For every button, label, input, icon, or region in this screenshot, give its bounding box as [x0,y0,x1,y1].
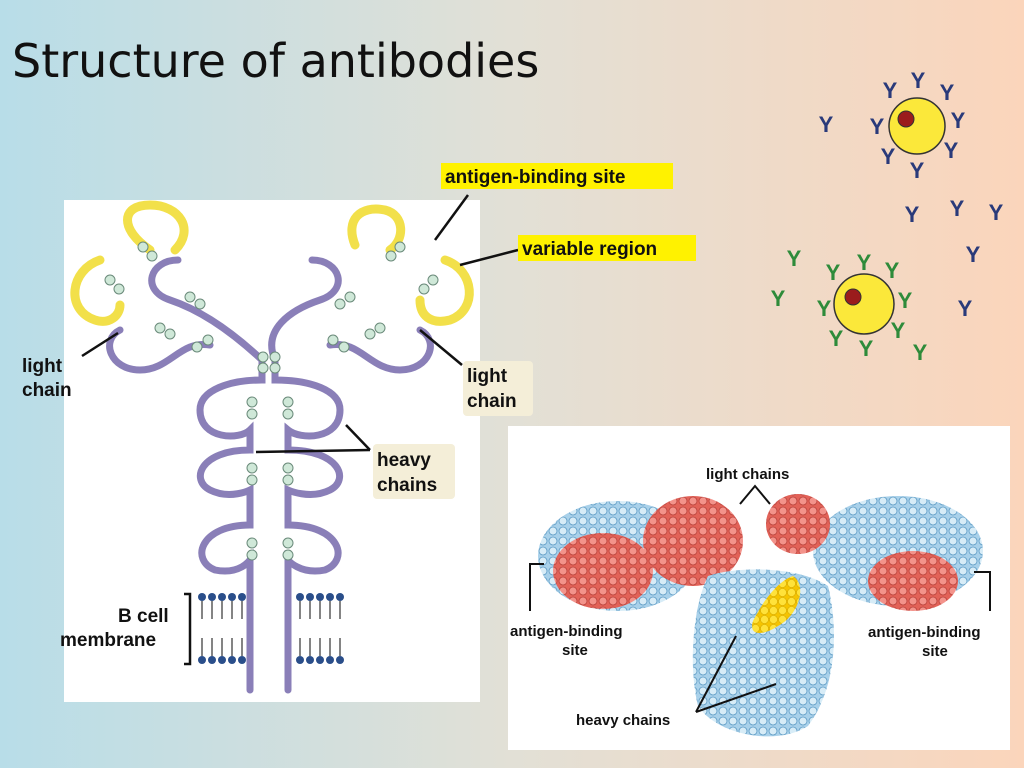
light-chain-left-label-1: light [22,356,63,377]
antigen-binding-site-label: antigen-binding site [445,167,626,188]
heavy-chain-right [268,256,344,694]
membrane-label-1: B cell [118,606,169,627]
light-chain-right-label-2: chain [467,391,517,412]
disulfide-bonds [104,241,439,561]
light-chain-right-box [463,361,533,416]
heavy-chains-model-label: heavy chains [576,712,670,729]
heavy-chains-label-1: heavy [377,450,431,471]
light-chain-right [326,326,434,374]
page-title: Structure of antibodies [12,34,540,88]
antigen-binding-right-label-2: site [922,643,948,660]
annotation-lines [81,194,519,666]
antibody-3d-model: light chains antigen-binding site antige… [510,466,991,737]
membrane-label-2: membrane [60,630,156,651]
antigen-binding-site-highlight [441,163,673,189]
light-chains-label: light chains [706,466,789,483]
light-chain-right-label-1: light [467,366,508,387]
antigen-binding-left-label-2: site [562,642,588,659]
b-cell-membrane [198,593,344,664]
fab-right [766,494,983,611]
fab-left [538,496,743,611]
model-annotation-lines [529,484,991,713]
variable-region-highlight [518,235,696,261]
variable-region-left [70,200,189,326]
antibody-3d-model-panel: light chains antigen-binding site antige… [508,426,1010,750]
heavy-chains-box [373,444,455,499]
light-chain-left-label-2: chain [22,380,72,401]
variable-region-label: variable region [522,239,657,260]
fc-region [692,569,834,737]
light-chain-left [106,326,214,374]
antigen-binding-left-label-1: antigen-binding [510,623,622,640]
heavy-chains-label-2: chains [377,475,437,496]
heavy-chain-left [148,256,266,694]
variable-region-right [347,204,474,326]
antigen-binding-right-label-1: antigen-binding [868,624,980,641]
